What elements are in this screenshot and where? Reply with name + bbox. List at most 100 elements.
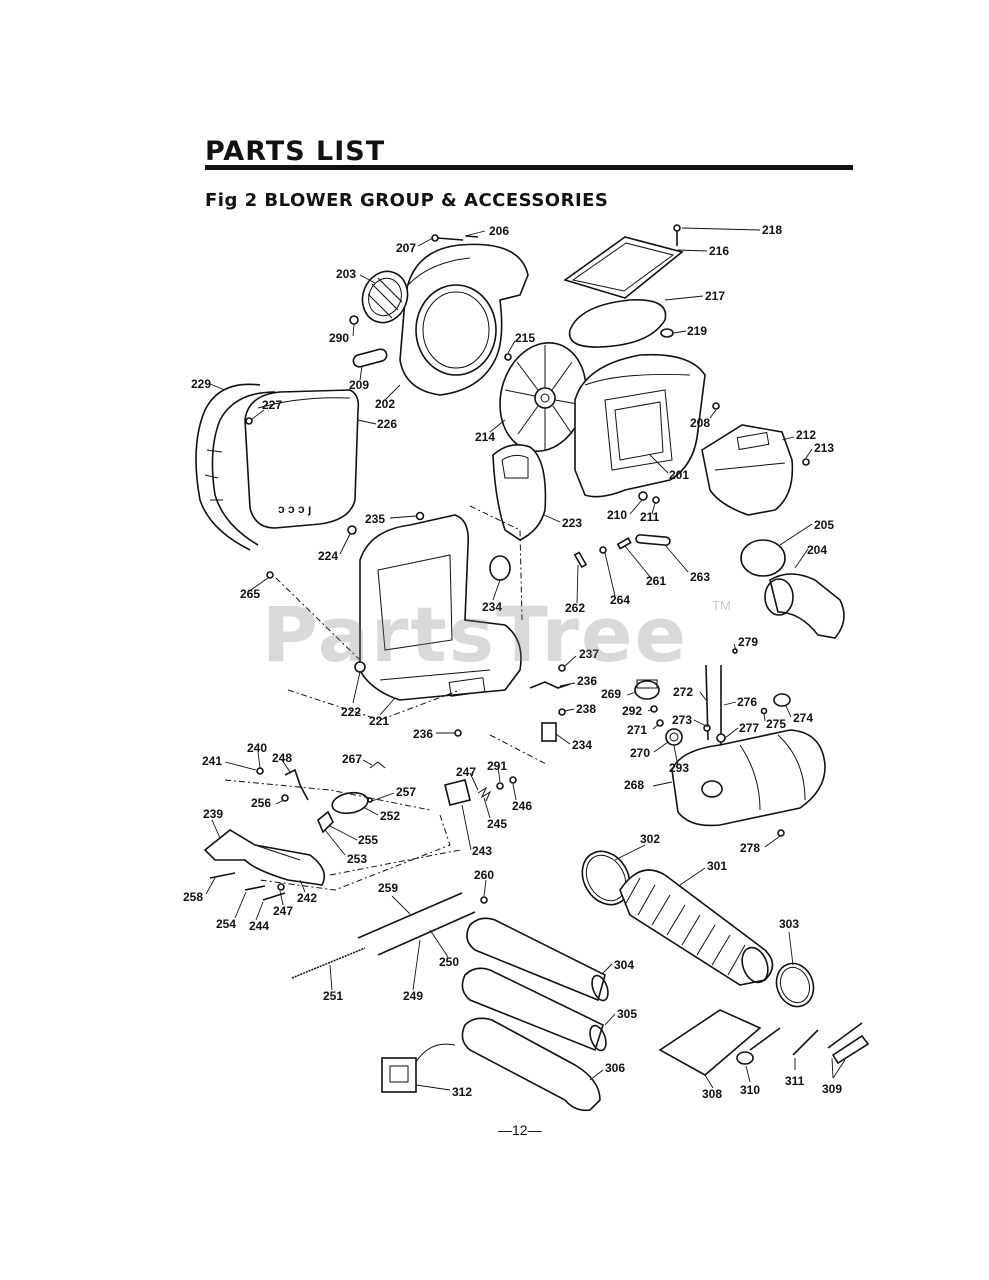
callout-label: 275 xyxy=(766,717,786,731)
callout-label: 301 xyxy=(707,859,727,873)
screw-part xyxy=(431,234,479,242)
callout-label: 279 xyxy=(738,635,758,649)
nut-part xyxy=(256,767,264,775)
title-rule xyxy=(205,165,853,170)
screw-part xyxy=(266,571,274,579)
figure-title: Fig 2 BLOWER GROUP & ACCESSORIES xyxy=(205,190,609,211)
spring-part xyxy=(281,794,289,802)
trigger-part xyxy=(317,810,334,834)
callout-label: 242 xyxy=(297,891,317,905)
washer-part xyxy=(665,728,683,746)
assembly-guide-lines xyxy=(224,505,549,891)
lever-housing-part xyxy=(331,791,369,815)
callout-label: 291 xyxy=(487,759,507,773)
filter-part xyxy=(656,719,664,727)
screw-part xyxy=(347,525,357,535)
callout-label: 276 xyxy=(737,695,757,709)
wire-part xyxy=(284,768,309,801)
screw-part xyxy=(262,892,286,901)
callout-label: 254 xyxy=(216,917,236,931)
blower-housing-part xyxy=(574,353,706,498)
screwdriver-part xyxy=(827,1022,870,1065)
screw-part xyxy=(454,729,462,737)
blower-tube-part xyxy=(466,917,609,1002)
callout-label: 241 xyxy=(202,754,222,768)
plug-part xyxy=(616,537,632,550)
callout-label: 212 xyxy=(796,428,816,442)
callout-label: 205 xyxy=(814,518,834,532)
callout-label: 256 xyxy=(251,796,271,810)
callout-labels: 206 207 218 216 203 217 219 290 215 209 … xyxy=(183,223,842,1101)
watermark: PartsTree xyxy=(262,590,689,679)
throttle-cable-part xyxy=(357,892,463,939)
washer-part xyxy=(496,782,504,790)
callout-label: 252 xyxy=(380,809,400,823)
screw-part xyxy=(504,353,512,361)
flex-hose-part xyxy=(619,869,774,986)
screw-part xyxy=(209,872,236,879)
blower-tube-part xyxy=(461,967,607,1052)
screw-part xyxy=(802,458,810,466)
callout-label: 246 xyxy=(512,799,532,813)
back-pad-part: ɔ ɔ ɔ ȷ xyxy=(244,389,360,529)
screw-part xyxy=(244,885,266,891)
throttle-handle-part xyxy=(203,829,326,886)
callout-label: 210 xyxy=(607,508,627,522)
wrench-part xyxy=(792,1029,819,1056)
callout-label: 305 xyxy=(617,1007,637,1021)
spring-part xyxy=(477,786,492,802)
callout-label: 273 xyxy=(672,713,692,727)
callout-label: 302 xyxy=(640,832,660,846)
fuel-tank-part xyxy=(671,729,826,827)
callout-label: 269 xyxy=(601,687,621,701)
clip-part xyxy=(732,648,738,654)
callout-label: 218 xyxy=(762,223,782,237)
screw-part xyxy=(415,511,425,521)
callout-label: 235 xyxy=(365,512,385,526)
screw-part xyxy=(245,417,253,425)
callout-label: 206 xyxy=(489,224,509,238)
hose-part xyxy=(635,534,671,546)
callout-label: 227 xyxy=(262,398,282,412)
callout-label: 268 xyxy=(624,778,644,792)
callout-label: 208 xyxy=(690,416,710,430)
shoulder-strap-part xyxy=(195,383,261,551)
callout-label: 216 xyxy=(709,244,729,258)
callout-label: 217 xyxy=(705,289,725,303)
callout-label: 239 xyxy=(203,807,223,821)
callout-label: 293 xyxy=(669,761,689,775)
callout-label: 250 xyxy=(439,955,459,969)
callout-label: 304 xyxy=(614,958,634,972)
page-number: —12— xyxy=(498,1122,542,1138)
callout-label: 303 xyxy=(779,917,799,931)
callout-label: 259 xyxy=(378,881,398,895)
clip-part xyxy=(760,707,768,715)
callout-label: 260 xyxy=(474,868,494,882)
battery-charger-part xyxy=(381,1043,456,1093)
callout-label: 240 xyxy=(247,741,267,755)
callout-label: 292 xyxy=(622,704,642,718)
throttle-cable-part xyxy=(377,911,476,956)
callout-label: 211 xyxy=(640,510,660,524)
callout-label: 238 xyxy=(576,702,596,716)
callout-label: 311 xyxy=(785,1074,805,1088)
inlet-grille-part xyxy=(361,270,409,324)
gasket-part xyxy=(740,539,786,577)
callout-label: 203 xyxy=(336,267,356,281)
callout-label: 229 xyxy=(191,377,211,391)
callout-label: 244 xyxy=(249,919,269,933)
callout-label: 245 xyxy=(487,817,507,831)
callout-label: 251 xyxy=(323,989,343,1003)
callout-label: 226 xyxy=(377,417,397,431)
callout-label: 274 xyxy=(793,711,813,725)
callout-label: 272 xyxy=(673,685,693,699)
callout-label: 271 xyxy=(627,723,647,737)
nozzle-tube-part xyxy=(461,1017,601,1112)
hose-clamp-part xyxy=(775,962,815,1008)
callout-label: 234 xyxy=(572,738,592,752)
callout-label: 278 xyxy=(740,841,760,855)
watermark-trademark: TM xyxy=(712,598,731,613)
callout-label: 213 xyxy=(814,441,834,455)
elbow-part xyxy=(764,573,845,639)
callout-label: 223 xyxy=(562,516,582,530)
